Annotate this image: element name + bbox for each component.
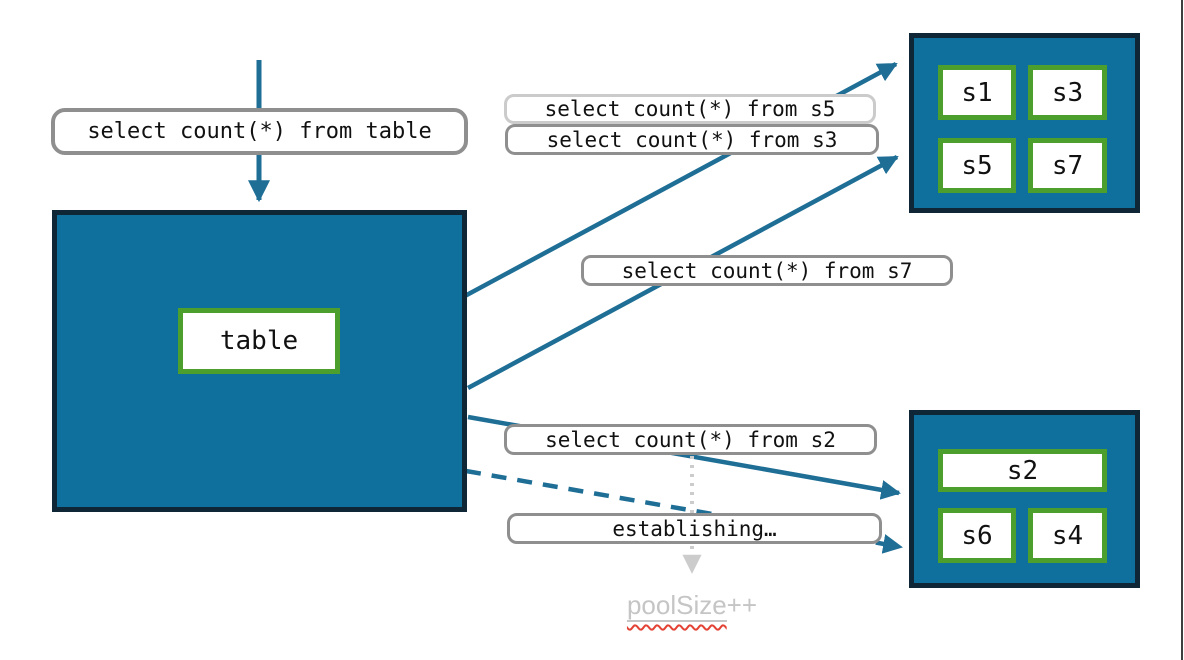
label-query-s2: select count(*) from s2	[504, 424, 877, 455]
poolsize-word: poolSize	[626, 590, 727, 622]
table-label: table	[219, 326, 299, 356]
shard-s3: s3	[1028, 65, 1107, 120]
label-query-s3: select count(*) from s3	[505, 124, 879, 155]
poolsize-annotation: poolSize++	[626, 590, 758, 622]
shard-s6: s6	[938, 508, 1016, 563]
table-node: table	[52, 210, 467, 512]
poolsize-suffix: ++	[726, 590, 758, 620]
slide-edge-line	[1181, 0, 1183, 660]
shard-s7: s7	[1028, 138, 1107, 193]
table-inner-box: table	[178, 308, 340, 374]
shard-s4: s4	[1028, 508, 1107, 563]
shard-s2: s2	[938, 449, 1107, 492]
label-establishing: establishing…	[507, 513, 882, 544]
label-query-s7: select count(*) from s7	[581, 255, 953, 286]
shard-s5: s5	[938, 138, 1016, 193]
shard-group-top: s1 s3 s5 s7	[909, 33, 1140, 213]
label-query-s5: select count(*) from s5	[504, 94, 876, 124]
shard-group-bottom: s2 s6 s4	[909, 410, 1140, 588]
shard-s1: s1	[938, 65, 1016, 120]
label-query-table: select count(*) from table	[51, 108, 468, 155]
